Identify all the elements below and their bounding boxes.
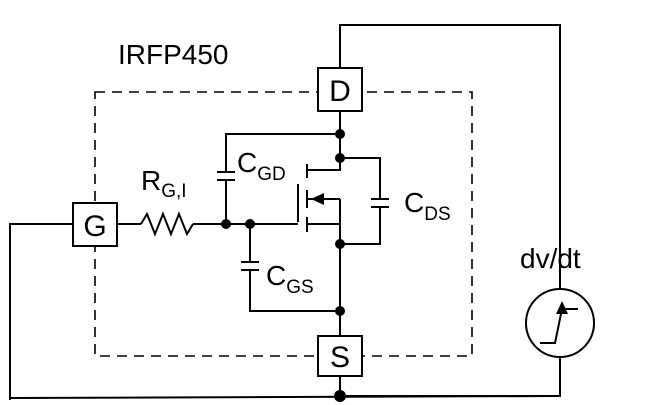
dvdt-source <box>525 288 595 358</box>
cds-bottom-wire <box>340 207 381 245</box>
cgs-bottom-wire <box>249 270 340 312</box>
junction-dot <box>245 219 255 229</box>
svg-text:G: G <box>83 210 106 243</box>
drain-terminal: D <box>317 67 363 112</box>
svg-text:S: S <box>330 341 350 374</box>
svg-text:D: D <box>329 75 351 108</box>
junction-dot <box>335 306 345 316</box>
drain-external-wire <box>339 24 561 290</box>
cgs-capacitor <box>241 261 259 271</box>
cds-capacitor <box>371 198 389 208</box>
gate-resistor <box>140 211 194 237</box>
junction-dot <box>221 219 231 229</box>
source-terminal: S <box>317 335 363 377</box>
dvdt-label: dv/dt <box>520 243 581 274</box>
cgd-capacitor <box>217 171 235 181</box>
junction-dot <box>335 239 345 249</box>
gate-terminal: G <box>72 202 118 247</box>
cgd-label: CGD <box>237 147 286 185</box>
mosfet-symbol <box>297 158 341 244</box>
source-external-wire <box>339 356 561 397</box>
package-outline <box>94 91 473 357</box>
junction-dot <box>334 390 346 402</box>
cgd-top-wire <box>225 133 340 172</box>
cds-top-wire <box>340 157 381 199</box>
cds-label: CDS <box>404 187 451 225</box>
gate-external-wire <box>9 223 73 400</box>
device-name: IRFP450 <box>118 39 229 70</box>
junction-dot <box>335 153 345 163</box>
cgs-label: CGS <box>266 260 314 298</box>
rg-label: RG,I <box>141 165 187 202</box>
bottom-wire <box>9 395 561 399</box>
junction-dot <box>335 129 345 139</box>
